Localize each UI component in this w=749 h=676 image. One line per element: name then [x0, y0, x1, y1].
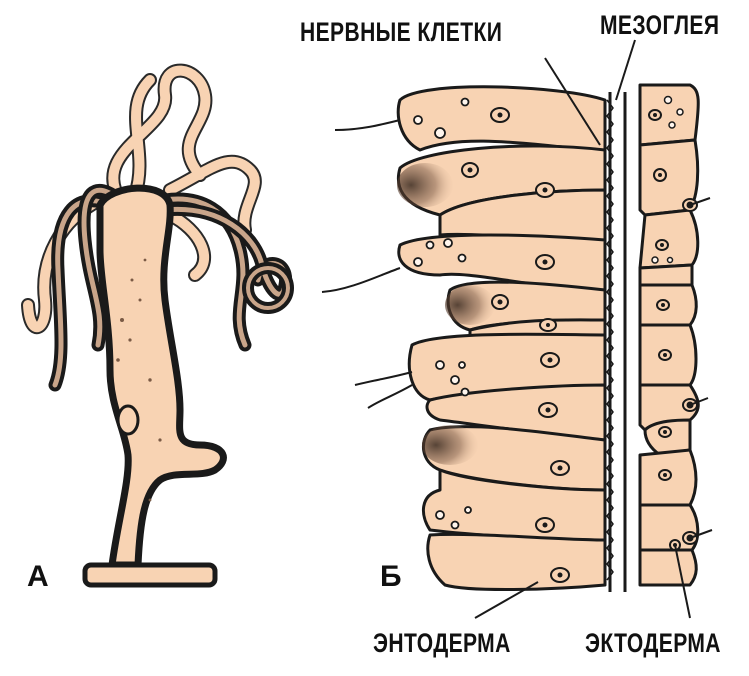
ectoderm-cell — [640, 550, 696, 585]
cell-section — [322, 85, 712, 592]
endoderm-label: ЭНТОДЕРМА — [373, 628, 511, 659]
mesoglea-label: МЕЗОГЛЕЯ — [600, 10, 719, 41]
panel-b-label: Б — [380, 560, 402, 594]
ectoderm-cell — [640, 265, 692, 285]
ectoderm-layer — [640, 85, 698, 585]
hydra-figure — [28, 71, 288, 585]
mesoglea-layer — [607, 92, 625, 592]
nerve-cells-label: НЕРВНЫЕ КЛЕТКИ — [300, 17, 502, 48]
substrate-stick — [85, 565, 215, 585]
ectoderm-label: ЭКТОДЕРМА — [585, 628, 721, 659]
mesoglea-leader — [616, 40, 635, 100]
nerve-processes — [322, 120, 412, 408]
endoderm-cell — [428, 534, 605, 589]
hydra-bud — [118, 406, 138, 434]
endoderm-layer — [398, 87, 605, 590]
ectoderm-cell — [640, 505, 698, 555]
panel-a-label: А — [27, 560, 49, 594]
